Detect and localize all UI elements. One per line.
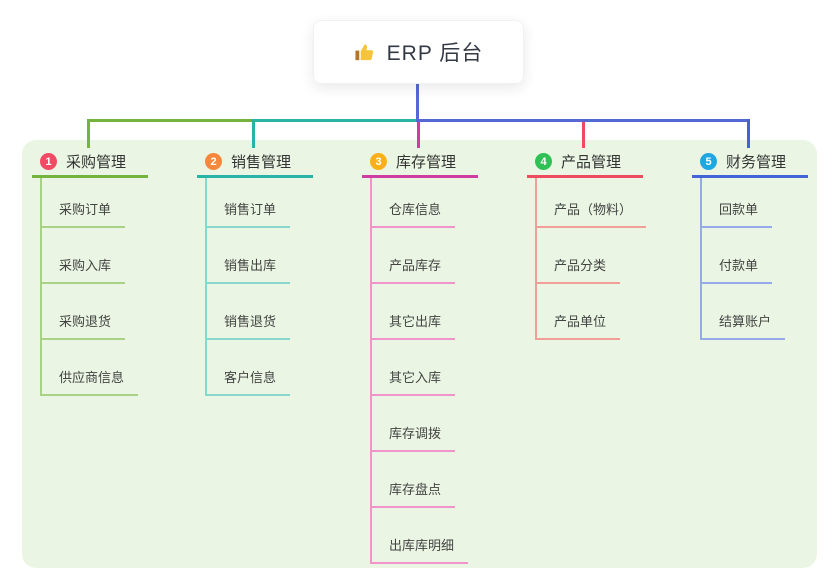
- child-node-label: 采购退货: [59, 314, 112, 329]
- child-node[interactable]: 付款单: [702, 228, 773, 284]
- branch-index-badge: 3: [370, 153, 387, 170]
- child-node[interactable]: 采购订单: [42, 178, 126, 228]
- branch-drop-line-1: [87, 119, 90, 148]
- child-node-label: 销售出库: [224, 258, 277, 273]
- branch-1: 1 采购管理 采购订单 采购入库 采购退货 供应商信息: [32, 148, 148, 396]
- root-connector-line: [416, 82, 419, 122]
- child-node-label: 采购订单: [59, 202, 112, 217]
- child-node-label: 供应商信息: [59, 370, 125, 385]
- child-node-label: 产品分类: [554, 258, 607, 273]
- branch-drop-line-5: [747, 119, 750, 148]
- branch-index-badge: 4: [535, 153, 552, 170]
- child-node[interactable]: 采购退货: [42, 284, 126, 340]
- child-node[interactable]: 产品库存: [372, 228, 456, 284]
- child-node-label: 客户信息: [224, 370, 277, 385]
- child-node[interactable]: 客户信息: [207, 340, 291, 396]
- branch-drop-line-4: [582, 122, 585, 148]
- child-node-label: 付款单: [719, 258, 759, 273]
- branch-label: 采购管理: [66, 154, 127, 171]
- child-node[interactable]: 其它出库: [372, 284, 456, 340]
- child-node[interactable]: 采购入库: [42, 228, 126, 284]
- child-node[interactable]: 出库库明细: [372, 508, 469, 564]
- branch-children: 产品（物料） 产品分类 产品单位: [535, 178, 647, 340]
- child-node-label: 结算账户: [719, 314, 772, 329]
- child-node-label: 销售退货: [224, 314, 277, 329]
- child-node-label: 回款单: [719, 202, 759, 217]
- child-node-label: 销售订单: [224, 202, 277, 217]
- branch-label: 产品管理: [561, 154, 622, 171]
- root-node-label: ERP 后台: [386, 42, 484, 65]
- branch-index-badge: 5: [700, 153, 717, 170]
- branch-drop-line-3: [417, 122, 420, 148]
- branch-node[interactable]: 1 采购管理: [32, 148, 148, 178]
- branches-panel: [22, 140, 817, 568]
- child-node-label: 产品库存: [389, 258, 442, 273]
- child-node[interactable]: 库存盘点: [372, 452, 456, 508]
- branch-2: 2 销售管理 销售订单 销售出库 销售退货 客户信息: [197, 148, 313, 396]
- child-node[interactable]: 仓库信息: [372, 178, 456, 228]
- child-node-label: 产品单位: [554, 314, 607, 329]
- branch-children: 采购订单 采购入库 采购退货 供应商信息: [40, 178, 139, 396]
- child-node-label: 仓库信息: [389, 202, 442, 217]
- child-node-label: 其它入库: [389, 370, 442, 385]
- child-node[interactable]: 产品分类: [537, 228, 621, 284]
- child-node[interactable]: 销售退货: [207, 284, 291, 340]
- child-node[interactable]: 结算账户: [702, 284, 786, 340]
- branch-node[interactable]: 3 库存管理: [362, 148, 478, 178]
- branch-children: 销售订单 销售出库 销售退货 客户信息: [205, 178, 291, 396]
- child-node[interactable]: 供应商信息: [42, 340, 139, 396]
- branch-children: 仓库信息 产品库存 其它出库 其它入库 库存调拨 库存盘点 出库库明细: [370, 178, 469, 564]
- child-node-label: 产品（物料）: [554, 202, 633, 217]
- child-node[interactable]: 产品（物料）: [537, 178, 647, 228]
- child-node-label: 其它出库: [389, 314, 442, 329]
- child-node[interactable]: 回款单: [702, 178, 773, 228]
- branch-label: 财务管理: [726, 154, 787, 171]
- child-node[interactable]: 销售订单: [207, 178, 291, 228]
- branch-node[interactable]: 5 财务管理: [692, 148, 808, 178]
- child-node[interactable]: 销售出库: [207, 228, 291, 284]
- thumbs-up-icon: [354, 41, 377, 64]
- branch-children: 回款单 付款单 结算账户: [700, 178, 786, 340]
- branch-3: 3 库存管理 仓库信息 产品库存 其它出库 其它入库 库存调拨 库存盘点 出库库…: [362, 148, 478, 564]
- bus-segment-green: [87, 119, 253, 122]
- child-node[interactable]: 产品单位: [537, 284, 621, 340]
- branch-index-badge: 1: [40, 153, 57, 170]
- branch-label: 库存管理: [396, 154, 457, 171]
- branch-drop-line-2: [252, 119, 255, 148]
- child-node[interactable]: 其它入库: [372, 340, 456, 396]
- root-node[interactable]: ERP 后台: [313, 20, 524, 84]
- branch-4: 4 产品管理 产品（物料） 产品分类 产品单位: [527, 148, 647, 340]
- child-node-label: 出库库明细: [389, 538, 455, 553]
- branch-node[interactable]: 2 销售管理: [197, 148, 313, 178]
- bus-segment-teal: [251, 119, 418, 122]
- child-node-label: 采购入库: [59, 258, 112, 273]
- branch-index-badge: 2: [205, 153, 222, 170]
- child-node[interactable]: 库存调拨: [372, 396, 456, 452]
- branch-label: 销售管理: [231, 154, 292, 171]
- branch-5: 5 财务管理 回款单 付款单 结算账户: [692, 148, 808, 340]
- bus-segment-blue: [416, 119, 750, 122]
- child-node-label: 库存盘点: [389, 482, 442, 497]
- child-node-label: 库存调拨: [389, 426, 442, 441]
- branch-node[interactable]: 4 产品管理: [527, 148, 643, 178]
